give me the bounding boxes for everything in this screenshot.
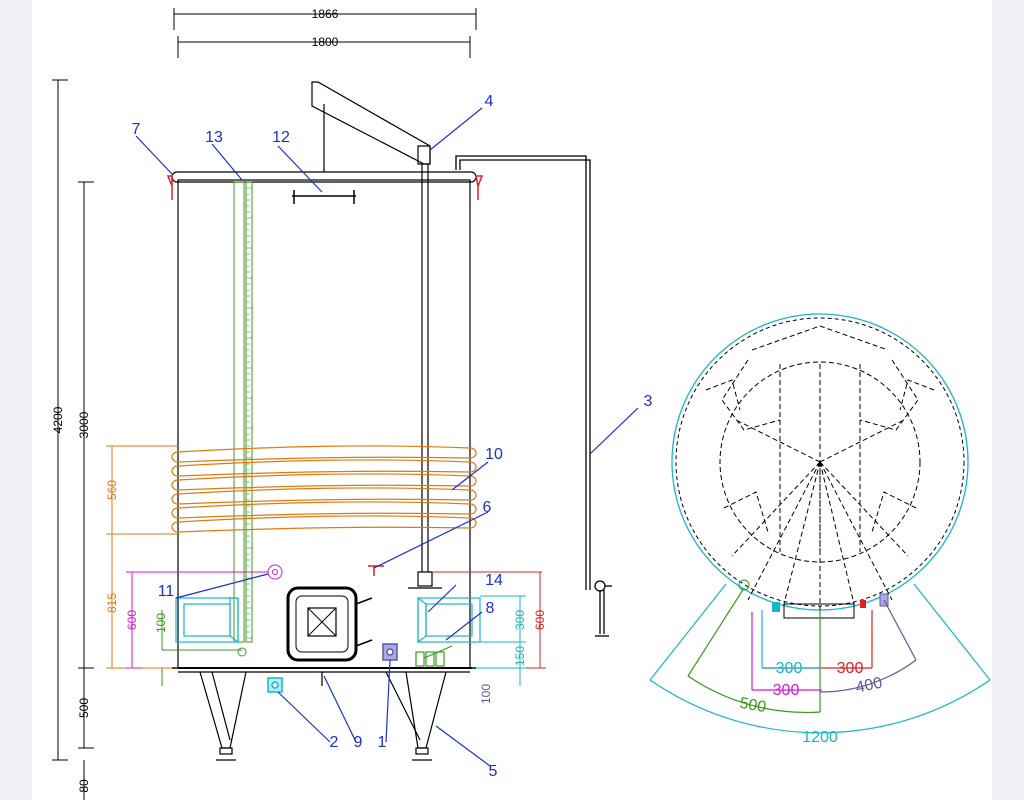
tank-legs — [178, 671, 470, 761]
green-dimension — [161, 610, 242, 686]
plan-spoke — [819, 461, 855, 605]
door-manhole — [286, 586, 373, 662]
callout-3: 3 — [644, 393, 653, 410]
dim-300-right: 300 — [513, 610, 527, 630]
plan-braces — [899, 379, 935, 411]
dim-3000: 3000 — [77, 411, 91, 438]
left-dimensions — [52, 79, 94, 800]
callout-11: 11 — [158, 583, 175, 600]
plan-dim-400: 400 — [854, 674, 884, 696]
jacket-dimension — [106, 445, 178, 669]
plan-dim-300-magenta: 300 — [773, 682, 800, 699]
callout-10: 10 — [485, 446, 503, 463]
callout-2: 2 — [330, 734, 339, 751]
plan-braces — [721, 359, 781, 431]
dim-4200: 4200 — [51, 406, 65, 433]
plan-spoke — [731, 461, 821, 557]
plan-spoke — [819, 419, 905, 463]
callout-14: 14 — [485, 572, 503, 589]
callout-9: 9 — [354, 734, 363, 751]
callout-5: 5 — [489, 763, 498, 780]
dim-1866: 1866 — [312, 7, 339, 21]
plan-spoke — [735, 419, 821, 463]
dim-100-right: 100 — [479, 684, 493, 704]
plan-braces — [723, 491, 769, 533]
plan-outlet-box — [783, 603, 855, 619]
plan-dashed-lines — [705, 325, 935, 612]
plan-braces — [871, 491, 917, 533]
left-valve-door — [175, 597, 239, 644]
callout-8: 8 — [486, 600, 495, 617]
plan-braces — [859, 359, 919, 431]
bottom-outlet-valve — [382, 643, 398, 661]
rim-hooks — [166, 175, 484, 200]
cooling-jacket — [171, 445, 477, 533]
dim-600-right: 600 — [533, 610, 547, 630]
tank-body — [171, 171, 477, 669]
dim-815: 815 — [105, 593, 119, 613]
right-valve-door — [417, 596, 481, 644]
dim-500: 500 — [77, 698, 91, 718]
plan-dim-500: 500 — [738, 695, 767, 716]
green-valve — [415, 645, 453, 667]
dim-1800: 1800 — [312, 35, 339, 49]
callout-6: 6 — [483, 499, 492, 516]
cyan-drain-valve — [267, 677, 283, 693]
callout-4: 4 — [485, 93, 494, 110]
plan-braces — [705, 379, 741, 411]
jacket-coil — [171, 459, 477, 477]
jacket-coil — [171, 473, 477, 491]
drawing-canvas: 1866 1800 4200 3000 500 80 — [32, 0, 992, 800]
plan-spoke — [783, 461, 821, 605]
level-gauge — [233, 181, 253, 657]
tank-technical-drawing: 1866 1800 4200 3000 500 80 — [51, 7, 991, 800]
pumpover-arm — [311, 81, 442, 589]
dim-80: 80 — [77, 779, 91, 793]
plan-dimension-arcs — [649, 583, 991, 734]
callout-1: 1 — [378, 734, 387, 751]
top-manhole — [292, 190, 356, 204]
plan-spoke — [819, 461, 893, 601]
plan-spoke — [819, 461, 909, 557]
right-dimensions — [432, 571, 546, 686]
callout-13: 13 — [205, 129, 223, 146]
callout-12: 12 — [272, 129, 290, 146]
plan-dim-1200: 1200 — [802, 729, 838, 746]
level-gauge-ticks — [246, 187, 252, 639]
jacket-coil — [171, 515, 477, 533]
dim-100-left: 100 — [154, 613, 168, 633]
plan-dim-300-cyan: 300 — [776, 660, 803, 677]
dim-150-right: 150 — [513, 646, 527, 666]
plan-dim-300-red: 300 — [837, 660, 864, 677]
jacket-coil — [171, 501, 477, 519]
jacket-coil — [171, 445, 477, 463]
magenta-dimension — [126, 564, 283, 669]
external-pipe — [455, 155, 612, 637]
callout-leaders — [135, 107, 639, 767]
plan-braces — [751, 325, 889, 351]
dim-560: 560 — [105, 480, 119, 500]
dim-600-left: 600 — [125, 610, 139, 630]
jacket-coil — [171, 487, 477, 505]
callout-7: 7 — [132, 121, 141, 138]
plan-spoke — [747, 461, 821, 601]
top-dimensions — [173, 8, 477, 58]
plan-valve-marks — [738, 579, 889, 612]
